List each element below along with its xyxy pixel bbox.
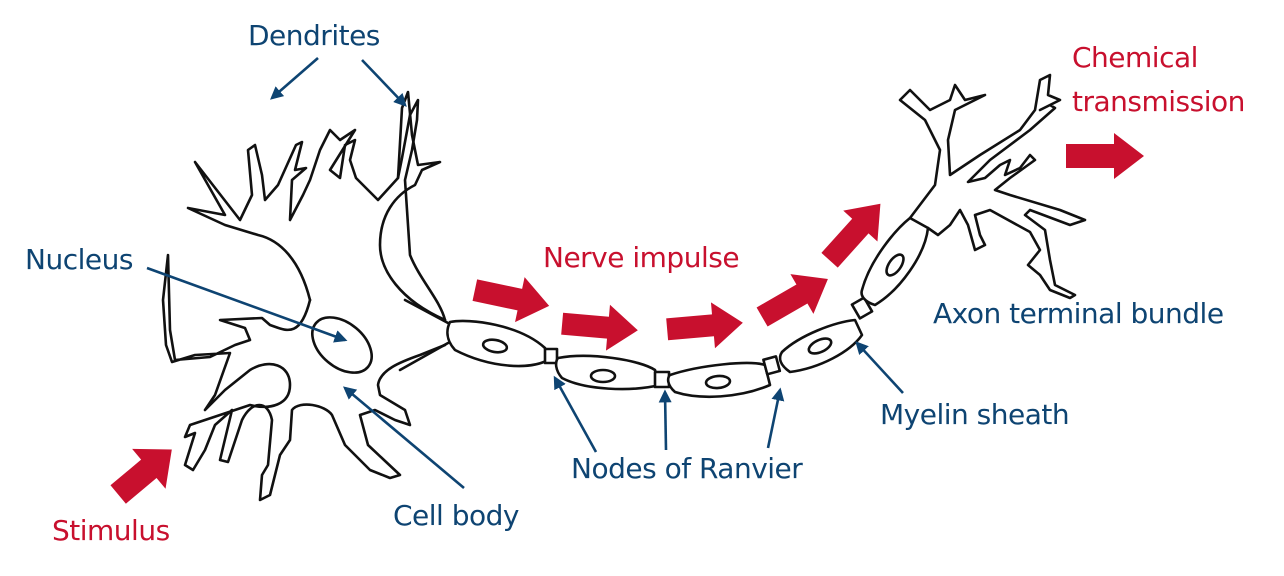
axon	[398, 216, 930, 399]
axon-terminal-bundle-label: Axon terminal bundle	[933, 297, 1224, 330]
pointer-dendrites-left	[270, 57, 319, 100]
schwann-nucleus-1	[481, 338, 509, 354]
nucleus-shape	[311, 316, 373, 374]
pointer-node-1	[553, 375, 598, 453]
stimulus-label: Stimulus	[52, 514, 170, 547]
dendrite-left-arm	[161, 253, 447, 502]
axon-hillock	[398, 298, 450, 372]
schwann-nucleus-3	[704, 374, 732, 390]
nerve-impulse-arrow-1	[472, 277, 550, 323]
schwann-nucleus-2	[589, 368, 617, 384]
nerve-impulse-arrow-2	[561, 304, 638, 351]
schwann-nucleus-4	[807, 337, 833, 355]
cell-body-label: Cell body	[393, 499, 519, 532]
pointer-cell-body	[343, 386, 465, 489]
pointer-myelin-sheath	[855, 341, 904, 394]
chemical-transmission-arrow	[1066, 133, 1144, 179]
nucleus-label: Nucleus	[25, 243, 133, 276]
nodes-of-ranvier-label: Nodes of Ranvier	[571, 452, 803, 485]
dendrite-tree-upper-left	[186, 90, 447, 322]
schwann-nucleus-5	[885, 253, 905, 277]
chemical-transmission-label-line1: Chemical	[1072, 41, 1198, 74]
myelin-sheath-label: Myelin sheath	[880, 398, 1070, 431]
right-dendrite-branch	[396, 98, 447, 322]
node-of-ranvier-3	[762, 355, 782, 376]
pointer-nucleus	[146, 266, 348, 343]
nerve-impulse-label: Nerve impulse	[543, 241, 740, 274]
pointer-node-3	[766, 387, 785, 449]
nerve-impulse-arrow-5	[821, 203, 881, 268]
stimulus-arrow	[110, 448, 172, 504]
chemical-transmission-label-line2: transmission	[1072, 85, 1245, 118]
node-of-ranvier-1	[543, 347, 559, 365]
cell-body-outline	[161, 90, 447, 502]
impulse-arrows	[110, 133, 1144, 504]
dendrites-label: Dendrites	[248, 19, 380, 52]
pointer-dendrites-right	[361, 59, 407, 107]
axon-terminal-bundle-outline	[898, 73, 1087, 300]
pointer-lines	[146, 57, 904, 489]
nerve-impulse-arrow-4	[756, 274, 828, 327]
pointer-node-2	[658, 389, 672, 451]
nerve-impulse-arrow-3	[666, 302, 743, 349]
